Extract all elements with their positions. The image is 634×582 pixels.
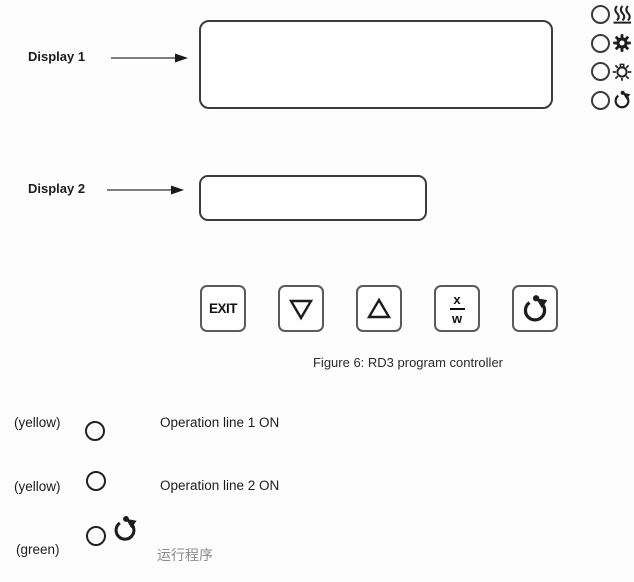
display-1-screen (199, 20, 553, 109)
led-color-label: (green) (16, 542, 60, 557)
arrow-down-button[interactable] (278, 285, 324, 332)
run-program-icon (614, 90, 632, 109)
gear-icon (613, 34, 631, 52)
indicator-led-light (591, 61, 632, 81)
indicator-led-gear (591, 33, 632, 53)
triangle-up-icon (366, 297, 392, 318)
indicator-led-heating (591, 4, 632, 24)
x-over-w-label: x w (449, 291, 465, 326)
figure-caption: Figure 6: RD3 program controller (312, 355, 504, 370)
heating-icon (612, 5, 632, 24)
led-circle (85, 421, 105, 441)
display-1-label: Display 1 (28, 49, 86, 64)
triangle-down-icon (288, 299, 314, 320)
run-program-icon (114, 515, 139, 541)
ratio-top-label: x (453, 291, 461, 307)
led-circle (591, 33, 610, 53)
arrow-right-icon (106, 184, 185, 196)
led-color-label: (yellow) (14, 479, 61, 494)
led-circle (86, 526, 106, 546)
led-description: Operation line 2 ON (160, 478, 280, 493)
indicator-led-run (591, 90, 632, 110)
arrow-right-icon (110, 52, 189, 64)
led-color-label: (yellow) (14, 415, 61, 430)
led-circle (591, 4, 610, 24)
arrow-up-button[interactable] (356, 285, 402, 332)
display-2-screen (199, 175, 427, 221)
light-icon (612, 63, 632, 81)
x-over-w-button[interactable]: x w (434, 285, 480, 332)
exit-button[interactable]: EXIT (200, 285, 246, 332)
led-circle (591, 61, 610, 81)
run-button[interactable] (512, 285, 558, 332)
run-program-text-cn: 运行程序 (157, 548, 213, 564)
display-2-label: Display 2 (28, 181, 86, 196)
fraction-bar (449, 307, 465, 310)
exit-button-label: EXIT (208, 301, 238, 316)
led-circle (86, 471, 106, 491)
run-program-icon (523, 293, 550, 322)
led-circle (591, 90, 610, 110)
led-description: Operation line 1 ON (160, 415, 280, 430)
ratio-bottom-label: w (451, 310, 463, 326)
